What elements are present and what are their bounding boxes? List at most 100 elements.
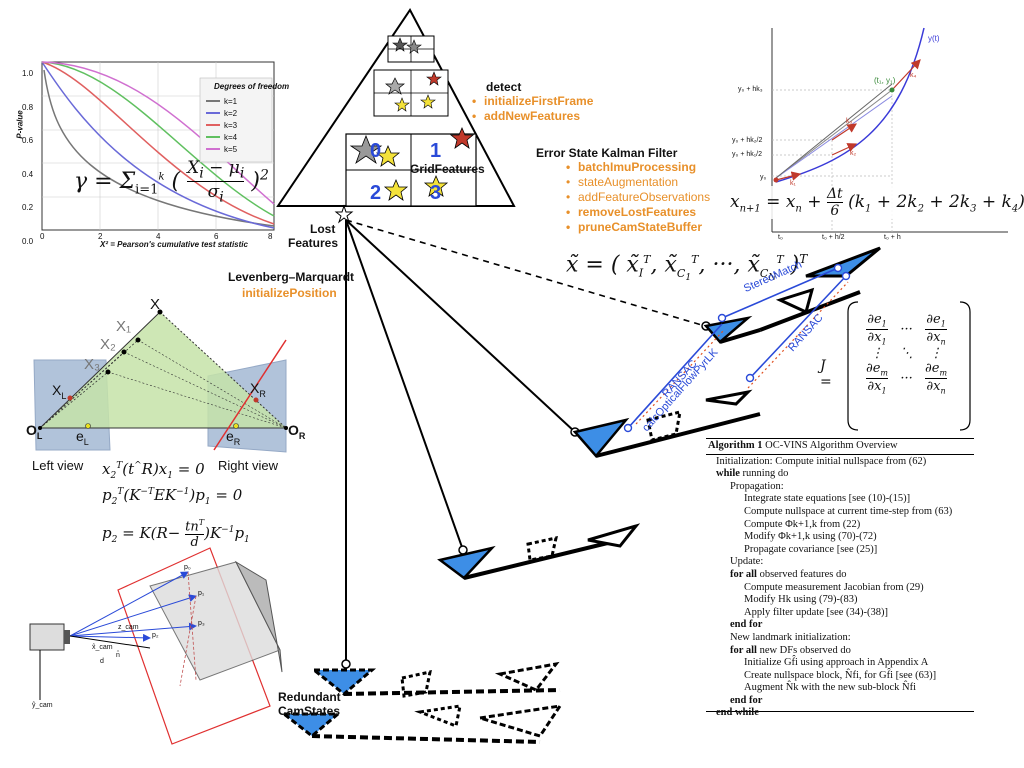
- rk4-klabel: k₁: [790, 180, 796, 187]
- curve-k4: [41, 61, 275, 217]
- rk4-xlabel: t₀ + h/2: [822, 234, 845, 241]
- curve-k3: [41, 61, 275, 225]
- rk4-curve-label: y(t): [928, 34, 940, 43]
- curve-k5: [41, 61, 275, 205]
- algorithm-line: Initialize Gf̂i using approach in Append…: [744, 657, 929, 669]
- redundant-label: Redundant: [278, 690, 341, 704]
- kalman-item: removeLostFeatures: [566, 205, 710, 220]
- rk4-ylabel: y₀: [760, 174, 767, 181]
- camera-label: z_cam: [118, 624, 139, 631]
- right-e-label: eR: [226, 428, 241, 447]
- algorithm-line: end while: [716, 707, 759, 719]
- kalman-title: Error State Kalman Filter: [536, 146, 678, 160]
- camera-plane-diagram: [29, 547, 283, 745]
- algorithm-line: Modify Φk+1,k using (70)-(72): [744, 531, 877, 543]
- algorithm-line: Compute Φk+1,k from (22): [744, 518, 861, 530]
- algorithm-lines: Initialization: Compute initial nullspac…: [706, 455, 974, 720]
- kalman-list: batchImuProcessing stateAugmentation add…: [566, 160, 710, 235]
- chi-xtick: 2: [98, 232, 103, 241]
- left-x-label: XL: [52, 382, 67, 401]
- camera-frames: [279, 246, 881, 744]
- detect-item: initializeFirstFrame: [472, 94, 593, 109]
- left-origin-label: OL: [26, 422, 43, 441]
- rk4-klabel: k₃: [846, 118, 853, 125]
- chi-square-chart: [41, 61, 275, 231]
- algorithm-line: for all new DFs observed do: [730, 644, 851, 656]
- grid-features-label: GridFeatures: [410, 162, 485, 176]
- chi-xtick: 8: [268, 232, 273, 241]
- kalman-item: batchImuProcessing: [566, 160, 710, 175]
- legend-item: k=5: [224, 145, 238, 154]
- kalman-item: stateAugmentation: [566, 175, 710, 190]
- detect-item: addNewFeatures: [472, 109, 593, 124]
- chi-xtick: 6: [214, 232, 219, 241]
- lm-item: initializePosition: [242, 286, 337, 300]
- epipolar-diagram: [33, 309, 288, 453]
- grid-number-2: 2: [370, 182, 382, 204]
- algorithm-line: Create nullspace block, N̂fi, for Gf̂i […: [744, 669, 937, 681]
- feature-stars: [349, 37, 475, 201]
- algorithm-box: Algorithm 1 OC-VINS Algorithm Overview I…: [706, 438, 974, 718]
- algorithm-line: Compute nullspace at current time-step f…: [744, 505, 953, 517]
- epipolar-line: [213, 339, 287, 451]
- rk4-ylabel: y₀ + hk₁/2: [732, 151, 762, 158]
- camera-label: p₃: [198, 620, 205, 627]
- legend-item: k=1: [224, 97, 238, 106]
- point-X1: X₁: [116, 318, 132, 335]
- legend-item: k=3: [224, 121, 238, 130]
- point-X2: X₂: [100, 336, 116, 353]
- grid-number-3: 3: [430, 182, 442, 204]
- right-view-label: Right view: [218, 458, 278, 473]
- lm-title: Levenberg–Marquardt: [228, 270, 355, 284]
- features-label: Features: [288, 236, 339, 250]
- grid-number-1: 1: [430, 140, 442, 162]
- rk4-klabel: k₄: [910, 72, 917, 79]
- chi-xtick: 0: [40, 232, 45, 241]
- algorithm-line: Update:: [730, 556, 764, 568]
- rk4-klabel: k₂: [850, 150, 857, 157]
- detect-title: detect: [486, 80, 522, 94]
- point-X3: X₃: [84, 356, 101, 373]
- chi-xlabel: X² = Pearson's cumulative test statistic: [100, 240, 248, 249]
- rk4-ylabel: y₀ + hk₂/2: [732, 137, 763, 144]
- algorithm-line: Augment N̂k with the new sub-block N̂fi: [744, 682, 917, 694]
- detect-list: initializeFirstFrame addNewFeatures: [472, 94, 593, 124]
- algorithm-line: Propagation:: [730, 480, 784, 492]
- camera-label: n̂: [116, 652, 120, 659]
- algorithm-line: Modify Hk using (79)-(83): [744, 594, 858, 606]
- algorithm-line: Compute measurement Jacobian from (29): [744, 581, 924, 593]
- rk4-xlabel: t₀ + h: [884, 234, 901, 241]
- algorithm-line: end for: [730, 694, 763, 706]
- algorithm-line: Propagate covariance [see (25)]: [744, 543, 878, 555]
- right-x-label: XR: [250, 380, 266, 399]
- legend-item: k=4: [224, 133, 238, 142]
- algorithm-line: end for: [730, 619, 763, 631]
- left-view-label: Left view: [32, 458, 84, 473]
- algorithm-line: while running do: [716, 468, 789, 480]
- epipolar-eq-2: p2T(K−TEK−1)p1 = 0: [102, 486, 243, 507]
- grid-number-0: 0: [370, 140, 382, 162]
- rk4-curve: [775, 27, 925, 183]
- lost-label: Lost: [310, 222, 336, 236]
- rk4-point-label: (t₁, y₁): [874, 76, 896, 85]
- camera-label: p₀: [184, 564, 191, 571]
- algorithm-line: Apply filter update [see (34)-(38)]: [744, 606, 889, 618]
- chi-xtick: 4: [156, 232, 161, 241]
- algorithm-line: New landmark initialization:: [730, 631, 851, 643]
- chi-legend-title: Degrees of freedom: [214, 82, 290, 91]
- legend-swatches: [206, 100, 220, 150]
- point-X: X: [150, 296, 161, 313]
- algorithm-line: Initialization: Compute initial nullspac…: [716, 455, 927, 467]
- kalman-item: addFeatureObservations: [566, 190, 710, 205]
- epipolar-eq-1: x2T(t^R)x1 = 0: [102, 460, 205, 481]
- camera-label: d: [100, 658, 104, 665]
- algorithm-line: for all observed features do: [730, 568, 847, 580]
- camera-label: x̂_cam: [92, 644, 113, 651]
- rk4-formula: xn+1 = xn + Δt6 (k1 + 2k2 + 2k3 + k4): [730, 186, 1024, 219]
- right-origin-label: OR: [288, 422, 306, 441]
- rk4-xlabel: t₀: [778, 234, 783, 241]
